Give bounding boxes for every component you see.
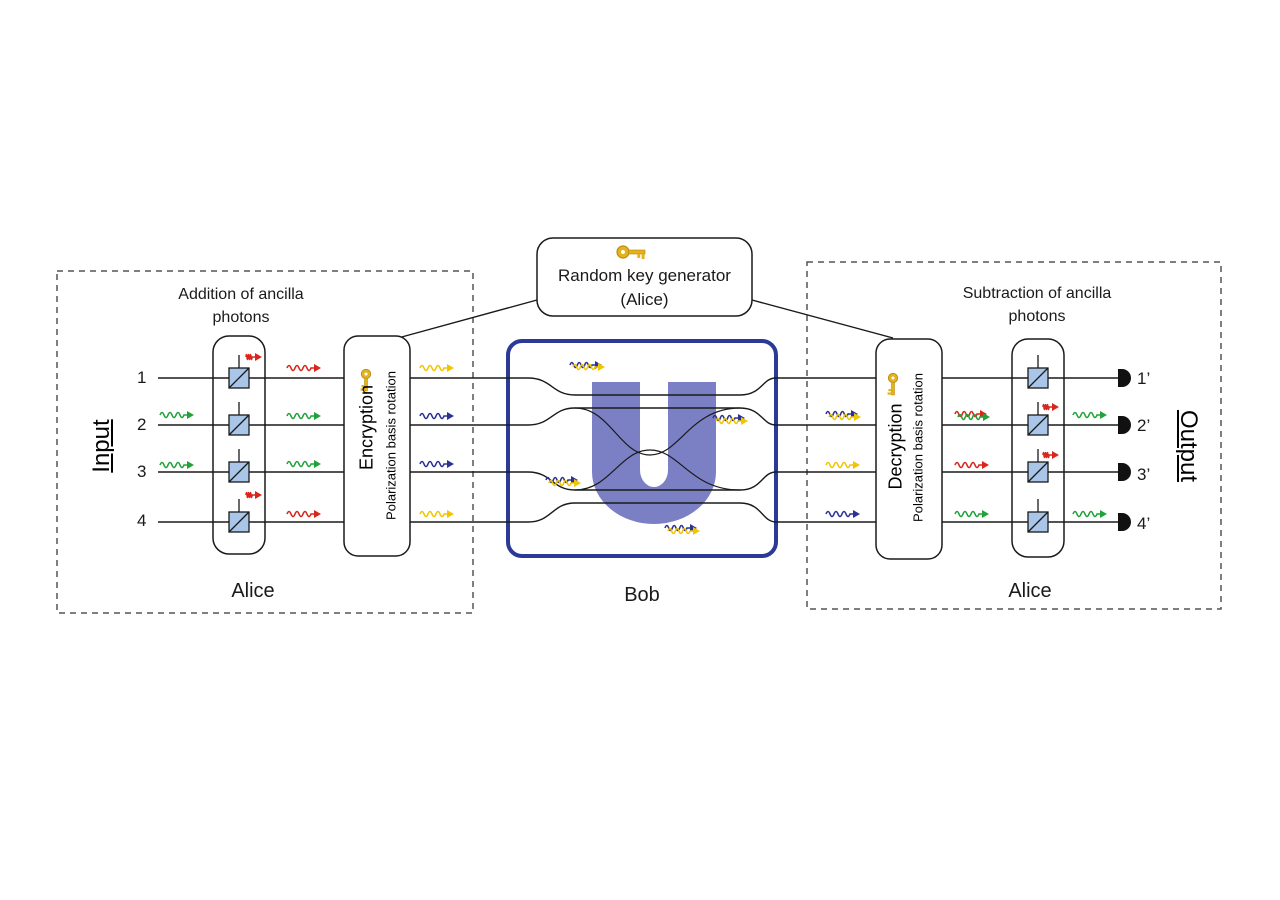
- output-number: 4’: [1137, 514, 1151, 533]
- photon-icon: [954, 461, 989, 469]
- beam-splitter-icon: [1027, 511, 1049, 533]
- photon-icon: [419, 510, 454, 518]
- photons: [159, 353, 1107, 535]
- input-label: Input: [88, 419, 115, 473]
- encryption-box: [343, 335, 411, 557]
- key-connector-left: [397, 299, 538, 339]
- photon-icon: [159, 461, 194, 469]
- beam-splitter-icon: [228, 414, 250, 436]
- addition-title-2: photons: [212, 309, 270, 326]
- photon-icon: [286, 460, 321, 468]
- output-label: Output: [1175, 409, 1202, 483]
- beam-splitter-icon: [1027, 414, 1049, 436]
- detector-icon: [1118, 416, 1131, 434]
- photon-icon: [1072, 411, 1107, 419]
- addition-title: Addition of ancilla: [178, 286, 304, 303]
- bob-box: [506, 339, 778, 558]
- beam-splitter-icon: [228, 461, 250, 483]
- input-wires: [158, 377, 508, 523]
- unitary-u-shape: [592, 382, 716, 524]
- photon-icon: [1042, 403, 1059, 411]
- photon-icon: [667, 527, 700, 535]
- decryption-sublabel: Polarization basis rotation: [910, 373, 926, 522]
- alice-left-label: Alice: [231, 580, 275, 602]
- alice-right-label: Alice: [1008, 580, 1052, 602]
- photon-icon: [245, 491, 262, 499]
- encryption-sublabel: Polarization basis rotation: [383, 371, 399, 520]
- subtraction-title-2: photons: [1008, 308, 1066, 325]
- photon-icon: [286, 510, 321, 518]
- ancilla-ports: [238, 355, 1039, 512]
- input-number: 1: [137, 368, 147, 387]
- photon-icon: [1072, 510, 1107, 518]
- photon-icon: [572, 363, 605, 371]
- detector-icon: [1118, 513, 1131, 531]
- input-number: 4: [137, 511, 147, 530]
- photon-icon: [286, 412, 321, 420]
- photon-icon: [245, 353, 262, 361]
- photon-icon: [825, 510, 860, 518]
- encryption-label: Encryption: [356, 384, 377, 471]
- bob-waveguides: [508, 377, 777, 523]
- key-connector-right: [751, 299, 894, 339]
- photon-icon: [159, 411, 194, 419]
- key-generator-owner: (Alice): [620, 290, 669, 309]
- alice-right-region: [806, 261, 1222, 610]
- alice-left-region: [56, 270, 474, 614]
- detector-icon: [1118, 463, 1131, 481]
- photon-icon: [825, 461, 860, 469]
- beam-splitter-icon: [1027, 461, 1049, 483]
- input-number: 3: [137, 462, 147, 481]
- photon-icon: [828, 413, 861, 421]
- output-wires: [776, 377, 1118, 523]
- bob-label: Bob: [624, 584, 660, 606]
- photon-icon: [419, 412, 454, 420]
- photon-icon: [715, 417, 748, 425]
- beam-splitter-icon: [1027, 367, 1049, 389]
- beam-splitter-icon: [228, 367, 250, 389]
- ancilla-subtraction-capsule: [1011, 338, 1065, 558]
- photon-icon: [957, 413, 990, 421]
- output-number: 1’: [1137, 369, 1151, 388]
- photon-icon: [954, 510, 989, 518]
- subtraction-title: Subtraction of ancilla: [962, 285, 1112, 302]
- photon-icon: [419, 364, 454, 372]
- decryption-label: Decryption: [885, 403, 906, 490]
- photon-icon: [1042, 451, 1059, 459]
- photon-icon: [286, 364, 321, 372]
- input-number: 2: [137, 415, 147, 434]
- detector-icon: [1118, 369, 1131, 387]
- photon-icon: [419, 460, 454, 468]
- beam-splitter-icon: [228, 511, 250, 533]
- photon-icon: [548, 479, 581, 487]
- ancilla-addition-capsule: [212, 335, 266, 555]
- detectors: [1118, 369, 1131, 531]
- output-number: 3’: [1137, 465, 1151, 484]
- key-generator-title: Random key generator: [558, 266, 731, 285]
- key-generator-box: [536, 237, 753, 317]
- output-number: 2’: [1137, 416, 1151, 435]
